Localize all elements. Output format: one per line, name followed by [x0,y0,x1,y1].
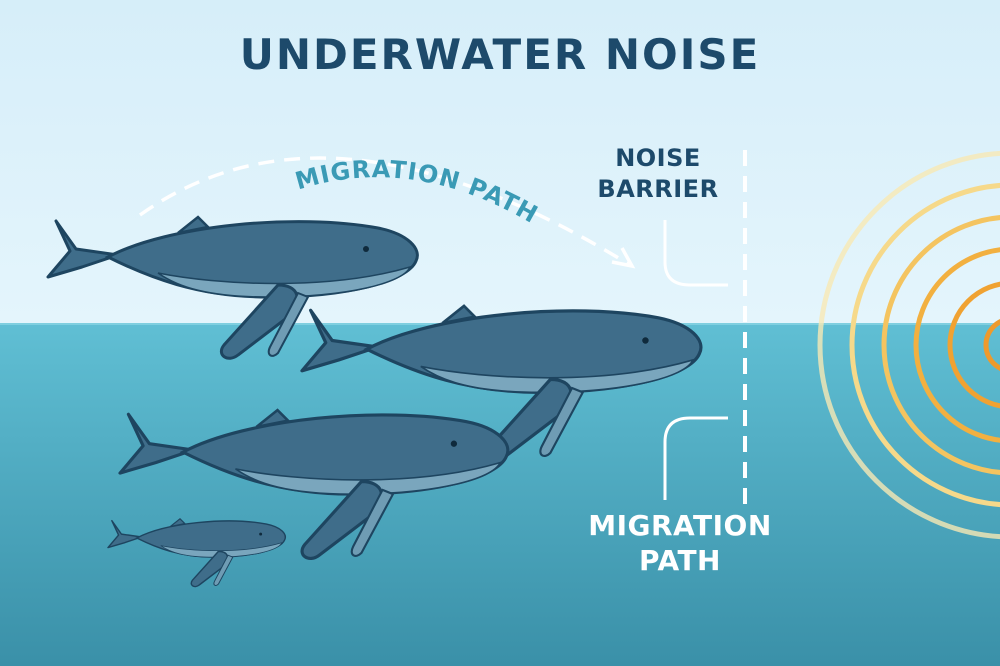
barrier-bracket [663,220,728,287]
arrow-head-icon [611,247,636,269]
noise-rings [817,150,1000,540]
noise-barrier-line1: NOISE [615,144,701,172]
page-title: UNDERWATER NOISE [239,30,761,79]
migration-bracket [663,416,728,500]
migration-path-label: MIGRATION PATH [570,508,790,578]
noise-barrier-label: NOISE BARRIER [578,143,738,205]
migration-label-line1: MIGRATION [588,509,772,542]
migration-arrow [138,156,631,267]
noise-barrier-line2: BARRIER [597,175,719,203]
migration-label-line2: PATH [639,544,721,577]
